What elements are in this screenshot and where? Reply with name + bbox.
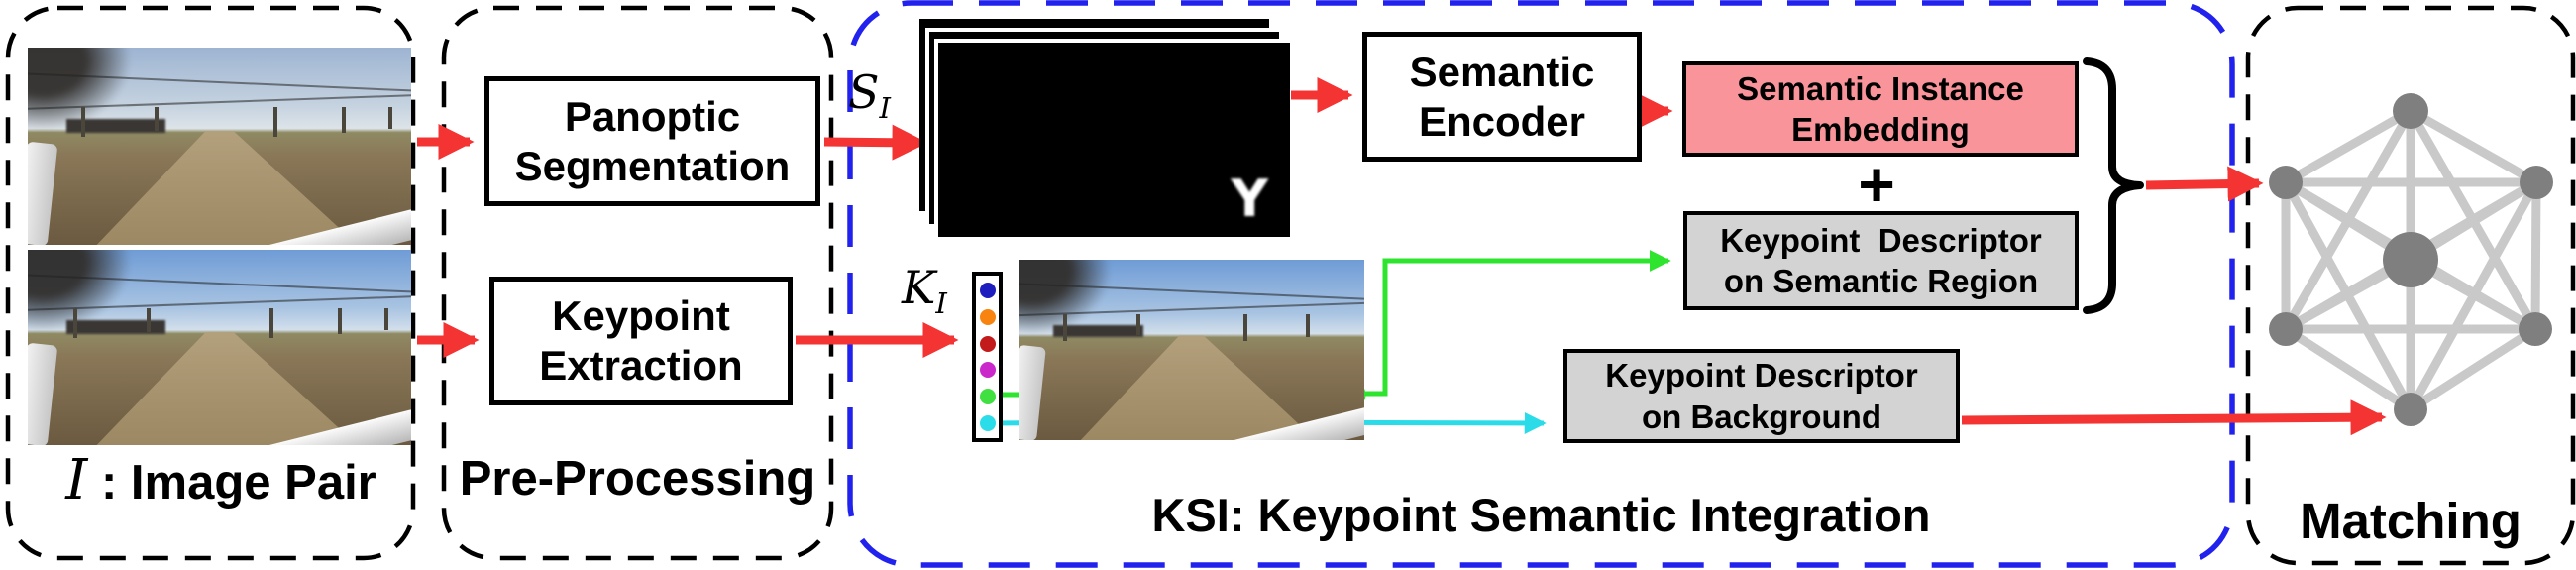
graph-node-center (2383, 232, 2438, 287)
reference-image-photo (28, 250, 411, 445)
image-pair-caption: I : Image Pair (28, 448, 414, 513)
ksi-caption: KSI: Keypoint Semantic Integration (850, 488, 2232, 543)
keypoint-dot (979, 362, 996, 379)
semantic-instance-embedding-box: Semantic Instance Embedding (1682, 61, 2079, 157)
vine-post (268, 308, 273, 338)
graph-node-top-right (2520, 166, 2553, 199)
keypoint-column (972, 272, 1003, 442)
s-symbol: S (848, 65, 880, 119)
keypoint-dot (979, 389, 996, 405)
panoptic-segmentation-box: Panoptic Segmentation (484, 76, 820, 206)
k-subscript: I (935, 286, 947, 321)
image-pair-math-symbol: I (65, 448, 88, 513)
kd-background-line2: on Background (1641, 398, 1881, 435)
keypoint-dot (979, 283, 996, 298)
vine-post (1242, 313, 1247, 341)
k-symbol: K (902, 261, 936, 314)
vine-post (1135, 313, 1140, 336)
pre-processing-caption-text: Pre-Processing (459, 452, 816, 506)
keypoint-dot (979, 308, 996, 325)
arrow-brace-to-graph (2145, 166, 2264, 202)
s-subscript: I (879, 91, 891, 126)
kd-semantic-line1: Keypoint Descriptor (1720, 221, 2042, 259)
vine-post (146, 308, 151, 332)
combining-brace (2083, 57, 2144, 314)
keypoint-line2: Extraction (539, 342, 743, 389)
graph-node-bottom (2394, 393, 2427, 426)
matching-caption-text: Matching (2300, 493, 2522, 549)
mask-layer-front: Y (938, 43, 1290, 237)
white-post (28, 141, 58, 245)
vine-post (383, 308, 388, 330)
encoder-line2: Encoder (1418, 97, 1586, 145)
tree-silhouette (28, 48, 132, 131)
segmentation-set-label: SI (848, 65, 891, 125)
arrow-panoptic-to-masks (823, 124, 928, 161)
building-silhouette (1052, 324, 1143, 338)
kd-background-box: Keypoint Descriptor on Background (1563, 349, 1960, 443)
keypoint-extraction-box: Keypoint Extraction (489, 277, 793, 405)
white-post (28, 342, 58, 445)
vine-post (73, 308, 78, 338)
vine-post (1063, 313, 1068, 341)
matching-caption: Matching (2248, 492, 2573, 551)
panoptic-line2: Segmentation (514, 142, 791, 189)
white-post (1019, 345, 1046, 440)
kd-semantic-region-box: Keypoint Descriptor on Semantic Region (1683, 211, 2079, 310)
vine-post (342, 106, 347, 133)
matching-region-border (2245, 5, 2576, 566)
vine-post (272, 106, 277, 137)
graph-node-bottom-right (2519, 312, 2552, 346)
graph-node-bottom-left (2269, 312, 2303, 346)
pre-processing-caption: Pre-Processing (444, 451, 831, 511)
plus-sign: + (1841, 149, 1912, 220)
ksi-caption-text: KSI: Keypoint Semantic Integration (1151, 489, 1931, 541)
vine-post (154, 106, 159, 131)
query-image-photo (28, 48, 411, 245)
kd-semantic-line2: on Semantic Region (1723, 263, 2039, 299)
keypoint-set-label: KI (902, 261, 947, 320)
image-pair-caption-text: : Image Pair (87, 456, 376, 510)
building-silhouette (65, 319, 166, 334)
graph-node-top-left (2269, 166, 2303, 199)
graph-node-top (2393, 93, 2428, 129)
keypoint-overlay-photo (1019, 260, 1364, 440)
matching-graph-nodes (2269, 93, 2553, 426)
vine-post (1305, 313, 1310, 338)
plus-glyph: + (1858, 149, 1895, 220)
embedding-line2: Embedding (1791, 111, 1970, 148)
kd-background-line1: Keypoint Descriptor (1605, 357, 1918, 395)
semantic-encoder-box: Semantic Encoder (1362, 32, 1642, 162)
panoptic-line1: Panoptic (564, 92, 741, 140)
instance-mask-glyph: Y (1231, 170, 1268, 229)
keypoint-dot (979, 414, 996, 431)
matching-graph-edges (2281, 106, 2541, 414)
vine-post (338, 308, 343, 334)
vine-post (81, 106, 86, 137)
embedding-line1: Semantic Instance (1737, 69, 2024, 107)
keypoint-dot (979, 335, 996, 352)
encoder-line1: Semantic (1409, 48, 1595, 95)
vine-post (387, 106, 392, 129)
building-silhouette (65, 118, 166, 133)
arrow-background-to-graph (1961, 399, 2387, 436)
tree-silhouette (28, 250, 132, 332)
keypoint-line1: Keypoint (552, 292, 730, 340)
